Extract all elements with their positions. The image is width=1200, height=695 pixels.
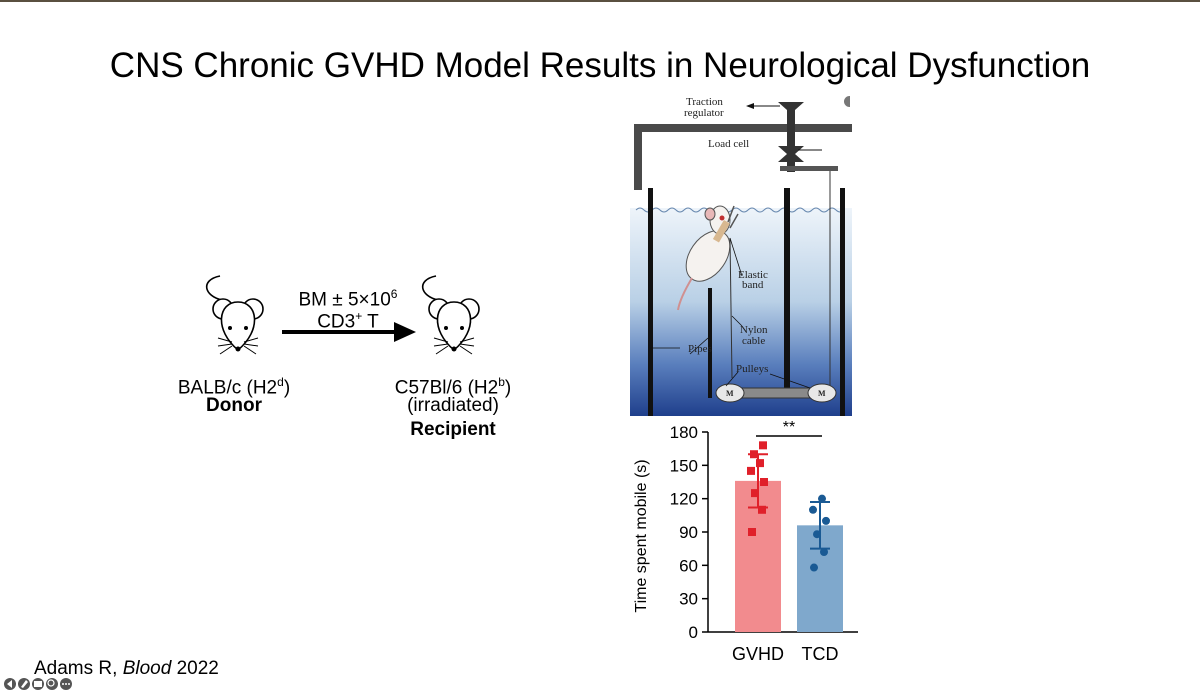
data-point-gvhd	[759, 441, 767, 450]
figure-edge-mark	[844, 96, 850, 107]
tank-wall-left	[648, 188, 653, 416]
y-tick-label: 90	[679, 523, 698, 542]
rat-icon	[677, 205, 739, 311]
data-point-tcd	[813, 530, 821, 539]
y-tick-label: 150	[670, 456, 698, 475]
pipe-right	[784, 188, 790, 396]
donor-strain-label: BALB/c (H2d)	[177, 375, 291, 399]
data-point-gvhd	[747, 466, 755, 475]
svg-text:Pipes: Pipes	[688, 343, 712, 355]
top-border	[0, 0, 1200, 2]
data-point-gvhd	[748, 528, 756, 536]
svg-text:regulator: regulator	[684, 107, 724, 119]
recipient-role-label: Recipient	[410, 419, 496, 440]
data-point-tcd	[818, 494, 826, 503]
transfer-line1: BM ± 5×106	[298, 287, 398, 311]
data-point-gvhd	[758, 505, 766, 514]
svg-text:band: band	[742, 279, 764, 291]
y-tick-label: 60	[679, 556, 698, 575]
svg-text:Elastic: Elastic	[738, 269, 768, 281]
recipient-mouse-icon	[421, 275, 480, 355]
data-point-gvhd	[756, 459, 764, 468]
svg-text:M: M	[818, 389, 826, 398]
svg-text:cable: cable	[742, 335, 765, 347]
data-point-gvhd	[760, 478, 768, 486]
slide-title: CNS Chronic GVHD Model Results in Neurol…	[109, 46, 1091, 85]
transfer-arrow-icon	[282, 322, 416, 342]
frame-post	[634, 126, 642, 190]
nav-more-icon[interactable]	[60, 678, 72, 690]
nav-back-icon[interactable]	[4, 678, 16, 690]
svg-text:Traction: Traction	[686, 96, 723, 108]
recipient-strain-label: C57Bl/6 (H2b)	[394, 375, 512, 399]
pulley-right	[807, 383, 837, 403]
donor-role-label: Donor	[206, 395, 262, 416]
data-point-gvhd	[751, 489, 759, 498]
significance-label: **	[783, 419, 795, 436]
transfer-line2: CD3+ T	[317, 309, 379, 333]
time-mobile-bar-chart: Time spent mobile (s) 0 30 60 90 120 150 180 G…	[633, 419, 858, 664]
nav-zoom-icon[interactable]	[46, 678, 58, 690]
svg-text:Pulleys: Pulleys	[736, 363, 768, 375]
data-point-tcd	[810, 563, 818, 572]
x-category-label: GVHD	[732, 644, 784, 664]
recipient-condition-label: (irradiated)	[407, 395, 499, 416]
y-tick-label: 180	[670, 423, 698, 442]
data-point-tcd	[820, 548, 828, 556]
donor-mouse-icon	[205, 275, 264, 355]
frame-beam	[634, 124, 852, 132]
svg-text:M: M	[726, 389, 734, 398]
data-point-gvhd	[750, 450, 758, 459]
y-tick-label: 0	[689, 623, 698, 642]
pipe-left	[708, 288, 712, 398]
data-point-tcd	[822, 516, 830, 525]
citation: Adams R, Blood 2022	[34, 658, 219, 679]
svg-text:Nylon: Nylon	[740, 324, 768, 336]
pulley-left	[715, 383, 745, 403]
swim-apparatus-figure: M M Traction regulator Load cell Elastic…	[630, 96, 852, 416]
tank-wall-right	[840, 188, 845, 416]
nav-slides-icon[interactable]	[32, 678, 44, 690]
load-cell-arm	[780, 166, 838, 171]
chart-y-axis-label: Time spent mobile (s)	[633, 459, 650, 612]
water-tank	[630, 208, 852, 416]
svg-text:Load cell: Load cell	[708, 138, 749, 150]
y-tick-label: 120	[670, 490, 698, 509]
x-category-label: TCD	[802, 644, 839, 664]
y-tick-label: 30	[679, 590, 698, 609]
presentation-nav-bar[interactable]	[4, 676, 94, 692]
nav-pen-icon[interactable]	[18, 678, 30, 690]
data-point-tcd	[809, 505, 817, 514]
